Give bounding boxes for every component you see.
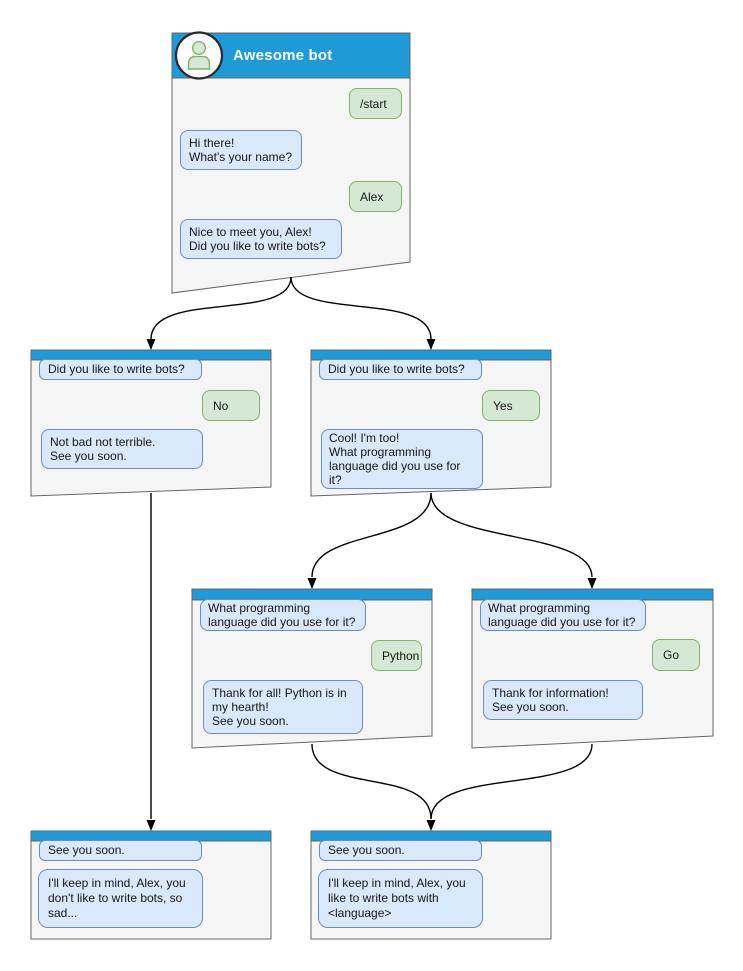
bot-message-bubble-question-no: Did you like to write bots? [39,359,202,380]
arrowhead-to-end-yes [426,820,436,831]
bot-message-bubble-see-no: See you soon. [39,840,202,861]
bot-message-bubble-hi: Hi there! What's your name? [180,130,302,170]
bot-message-bubble-see-yes: See you soon. [319,840,482,861]
arrow-main-to-no [150,276,292,340]
bot-message-bubble-keep-yes: I'll keep in mind, Alex, you like to wri… [318,869,483,928]
bot-message-bubble-nice: Nice to meet you, Alex! Did you like to … [180,219,342,259]
arrowhead-to-end-no [146,820,156,831]
arrow-python-to-end-yes [311,743,432,820]
user-message-bubble-alex: Alex [349,181,402,212]
bot-message-bubble-whatlang-go: What programming language did you use fo… [480,599,646,631]
user-message-bubble-python: Python [371,640,422,671]
user-message-bubble-start: /start [349,88,402,119]
bot-message-bubble-thank-go: Thank for information! See you soon. [483,680,643,720]
bot-message-bubble-keep-no: I'll keep in mind, Alex, you don't like … [38,869,203,928]
user-message-bubble-yes: Yes [482,390,540,421]
bot-message-bubble-notbad: Not bad not terrible. See you soon. [41,429,203,469]
bot-message-bubble-question-yes: Did you like to write bots? [319,359,482,380]
arrow-main-to-yes [290,276,432,340]
bot-message-bubble-thank-python: Thank for all! Python is in my hearth! S… [203,680,363,734]
bot-message-bubble-whatlang-python: What programming language did you use fo… [200,599,366,631]
bot-avatar-icon [174,31,224,80]
arrowhead-to-python [307,578,317,589]
arrowhead-to-go [587,578,597,589]
arrow-yes-to-python [311,492,432,578]
main-chat-title: Awesome bot [233,47,333,64]
arrow-yes-to-go [430,492,593,578]
arrowhead-to-yes [426,339,436,350]
user-message-bubble-no: No [202,390,260,421]
bot-message-bubble-cool: Cool! I'm too! What programming language… [321,429,483,489]
arrow-go-to-end-yes [430,743,593,820]
user-message-bubble-go: Go [652,639,700,671]
arrowhead-to-no [146,339,156,350]
